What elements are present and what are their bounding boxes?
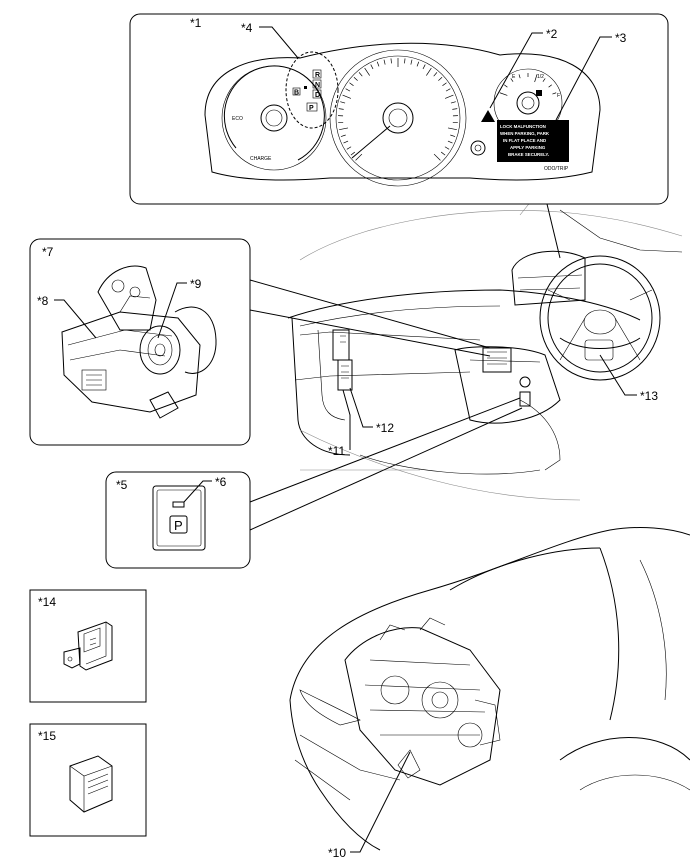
gauge-tick <box>438 77 443 81</box>
gauge-tick <box>404 58 406 64</box>
callout-1: *1 <box>190 16 202 30</box>
warning-line-2: WHEN PARKING, PARK <box>500 131 550 136</box>
gauge-tick <box>390 58 392 64</box>
odo-label: ODO/TRIP <box>544 166 569 172</box>
gauge-tick <box>440 151 446 156</box>
speedometer-ticks <box>338 58 458 161</box>
fuel-label-f: F <box>557 93 560 99</box>
gauge-tick <box>346 146 352 150</box>
gauge-tick <box>340 101 346 104</box>
shift-n: N <box>315 82 320 89</box>
fuel-pump-icon <box>536 90 542 96</box>
warning-triangle-icon <box>481 110 495 122</box>
gauge-tick <box>433 153 441 161</box>
gauge-tick <box>445 88 451 92</box>
left-gauge-low-label: ECO <box>232 116 243 122</box>
warning-message-display <box>497 120 569 162</box>
gauge-tick <box>339 127 349 131</box>
callout-10: *10 <box>328 846 346 860</box>
callout-11: *11 <box>328 444 345 458</box>
gauge-tick <box>338 108 344 110</box>
warning-line-3: IN FLAT PLACE AND <box>503 138 546 143</box>
callout-8: *8 <box>37 294 49 308</box>
gauge-tick <box>416 61 420 67</box>
gauge-tick <box>452 108 458 110</box>
gauge-tick <box>444 94 454 99</box>
gauge-tick <box>518 74 521 79</box>
gauge-tick <box>499 92 508 96</box>
p-switch-label: P <box>174 518 183 533</box>
combination-meter-panel: *1 ECO CHARGE R N D B P <box>129 13 669 259</box>
gauge-tick <box>444 146 450 150</box>
shift-b: B <box>294 90 299 97</box>
gauge-tick <box>450 134 456 137</box>
gauge-tick <box>447 127 457 131</box>
part-14-panel: *14 <box>29 589 147 703</box>
fuel-label-half: 1/2 <box>537 74 544 80</box>
gauge-tick <box>450 101 456 104</box>
gauge-tick <box>349 82 354 86</box>
gauge-tick <box>447 140 453 144</box>
gauge-tick <box>510 78 514 82</box>
gauge-tick <box>534 74 538 83</box>
warning-line-1: LOCK MALFUNCTION <box>500 124 546 129</box>
warning-line-4: APPLY PARKING <box>510 145 546 150</box>
gauge-tick <box>422 64 426 70</box>
warning-line-5: BRAKE SECURELY. <box>508 152 549 157</box>
gauge-tick <box>355 153 363 161</box>
shift-d: D <box>315 92 320 99</box>
callout-9: *9 <box>190 277 202 291</box>
left-gauge-high-label: CHARGE <box>250 156 272 162</box>
shift-r: R <box>315 72 320 79</box>
shift-dot <box>304 86 307 89</box>
callout-3: *3 <box>615 31 627 45</box>
gauge-tick <box>343 140 349 144</box>
p-indicator-meter: P <box>309 105 314 112</box>
fuel-label-e: E <box>512 74 516 80</box>
callout-4: *4 <box>241 21 253 35</box>
gauge-tick <box>376 61 380 67</box>
gauge-tick <box>410 59 413 65</box>
gauge-tick <box>350 151 356 156</box>
gauge-tick <box>548 84 553 88</box>
gauge-tick <box>340 134 346 137</box>
gauge-tick <box>370 64 374 70</box>
part-15-panel: *15 <box>29 723 147 837</box>
shift-indicator-outline <box>285 51 339 129</box>
gauge-tick <box>542 78 546 82</box>
callout-14: *14 <box>38 595 56 609</box>
callout-6: *6 <box>215 475 227 489</box>
callout-7: *7 <box>42 245 54 259</box>
gauge-tick <box>552 92 557 95</box>
callout-15: *15 <box>38 729 56 743</box>
gauge-tick <box>433 72 438 77</box>
vehicle-interior <box>287 181 683 501</box>
gauge-tick <box>342 94 352 99</box>
gauge-tick <box>426 67 432 76</box>
p-switch-panel: *5 P *6 <box>105 397 523 569</box>
gauge-tick <box>442 82 447 86</box>
gauge-tick <box>383 59 386 65</box>
gauge-tick <box>503 84 508 88</box>
callout-2: *2 <box>546 27 558 41</box>
callout-5: *5 <box>116 478 128 492</box>
gauge-tick <box>358 72 363 77</box>
vehicle-exterior <box>289 527 690 851</box>
callout-12: *12 <box>376 421 394 435</box>
p-switch-indicator-lamp <box>172 501 185 508</box>
callout-13: *13 <box>640 389 658 403</box>
fuel-gauge-ticks <box>499 73 557 96</box>
gauge-tick <box>345 88 351 92</box>
gauge-tick <box>364 67 370 76</box>
gauge-tick <box>353 77 358 81</box>
shift-lever-assembly-panel: *7 *8 *9 <box>29 238 491 446</box>
